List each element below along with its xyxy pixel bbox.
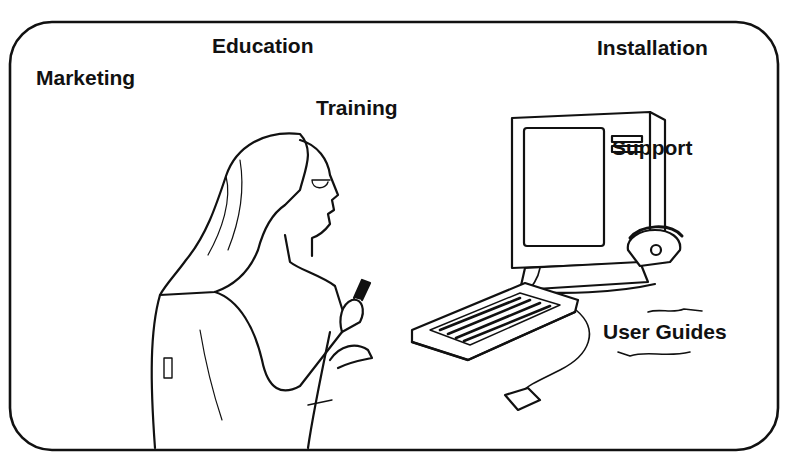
guide-mark xyxy=(618,352,690,356)
guide-mark xyxy=(648,309,702,312)
text-label: Installation xyxy=(597,36,708,60)
keyboard xyxy=(412,283,578,360)
text-label: Education xyxy=(212,34,314,58)
mouse-cable xyxy=(522,310,589,392)
text-label: Training xyxy=(316,96,398,120)
woman-figure xyxy=(152,133,372,448)
text-label: Marketing xyxy=(36,66,135,90)
text-label: Support xyxy=(612,136,692,160)
frame xyxy=(10,22,778,450)
text-label: User Guides xyxy=(603,320,727,344)
telephone xyxy=(628,227,682,266)
mouse xyxy=(505,388,540,410)
